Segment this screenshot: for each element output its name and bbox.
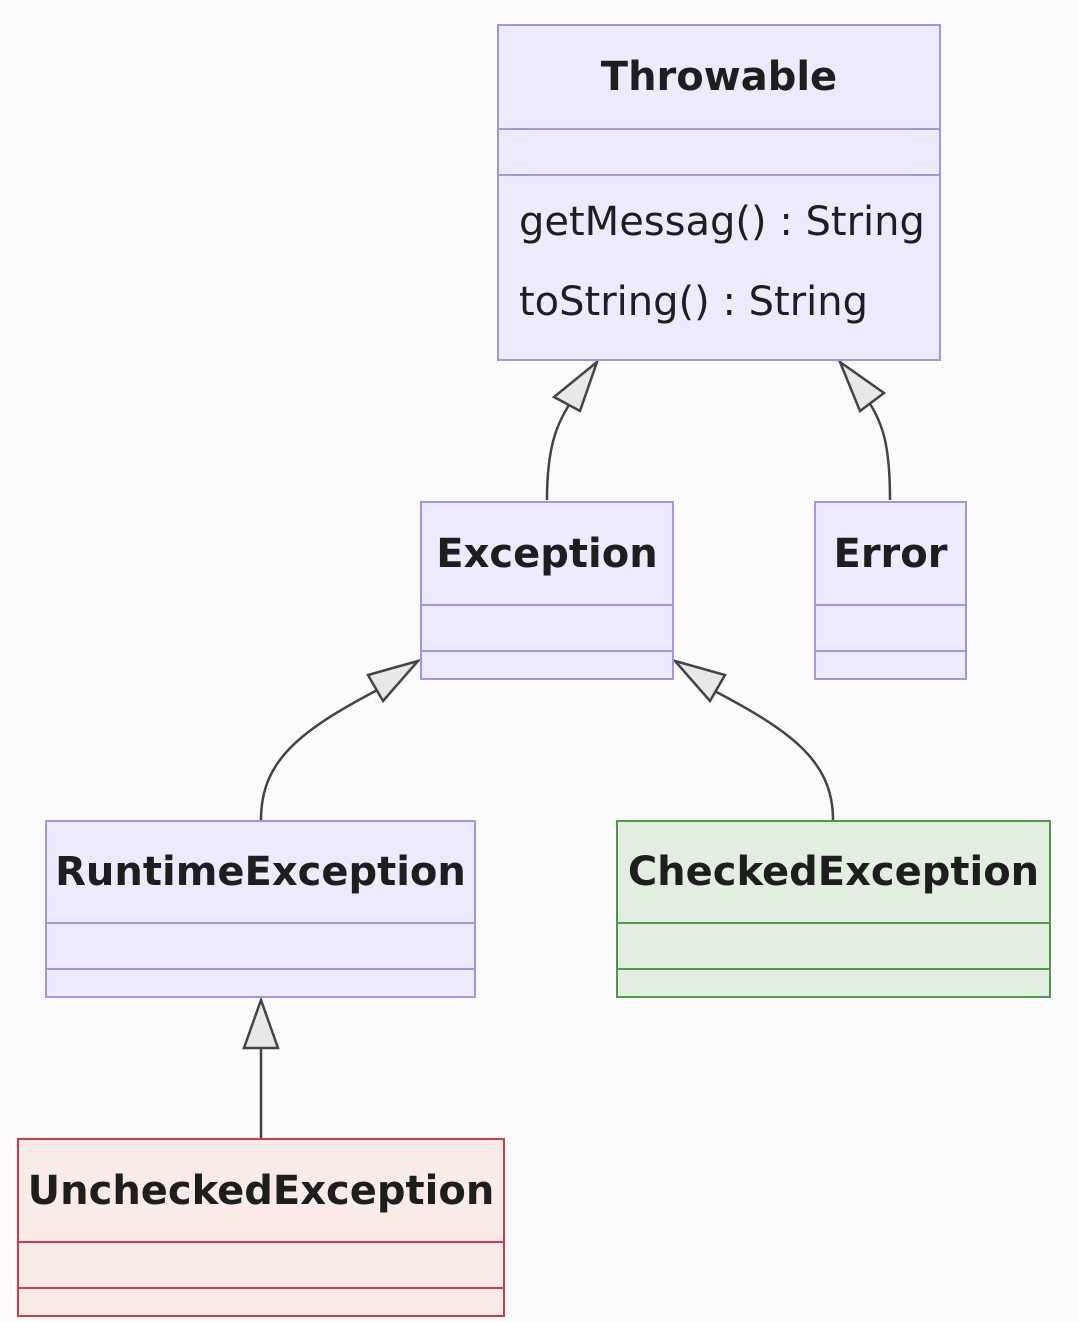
class-throwable-methods: getMessag() : String toString() : String [499, 174, 939, 359]
class-exception-attributes [422, 604, 672, 650]
class-runtime-exception-methods [47, 968, 474, 996]
arrowhead-runtime-exception [366, 658, 422, 704]
class-unchecked-exception-methods [19, 1287, 503, 1315]
arrowhead-checked-exception [671, 658, 727, 704]
class-exception: Exception [420, 501, 674, 680]
edge-checked-exception [704, 684, 835, 821]
method-get-message: getMessag() : String [519, 199, 925, 245]
class-unchecked-exception-name: UncheckedException [27, 1167, 495, 1214]
class-exception-name: Exception [436, 530, 658, 577]
class-throwable-name: Throwable [600, 54, 838, 100]
class-checked-exception-methods [618, 968, 1049, 996]
arrowhead-exception-throwable [551, 358, 600, 413]
class-checked-exception: CheckedException [616, 820, 1051, 998]
arrowhead-error-throwable [837, 358, 887, 413]
class-unchecked-exception-attributes [19, 1241, 503, 1287]
class-unchecked-exception: UncheckedException [17, 1138, 505, 1317]
method-to-string: toString() : String [519, 279, 869, 325]
class-checked-exception-name: CheckedException [627, 849, 1040, 895]
class-error-name: Error [833, 530, 948, 577]
edge-runtime-exception [259, 684, 386, 821]
class-error-methods [816, 650, 965, 678]
class-checked-exception-attributes [618, 922, 1049, 968]
class-error-attributes [816, 604, 965, 650]
class-exception-methods [422, 650, 672, 678]
class-throwable: Throwable getMessag() : String toString(… [497, 24, 941, 361]
class-runtime-exception-name: RuntimeException [55, 849, 466, 895]
class-throwable-attributes [499, 128, 939, 174]
class-runtime-exception: RuntimeException [45, 820, 476, 998]
class-error: Error [814, 501, 967, 680]
class-runtime-exception-attributes [47, 922, 474, 968]
arrowhead-unchecked-runtime [242, 996, 280, 1050]
